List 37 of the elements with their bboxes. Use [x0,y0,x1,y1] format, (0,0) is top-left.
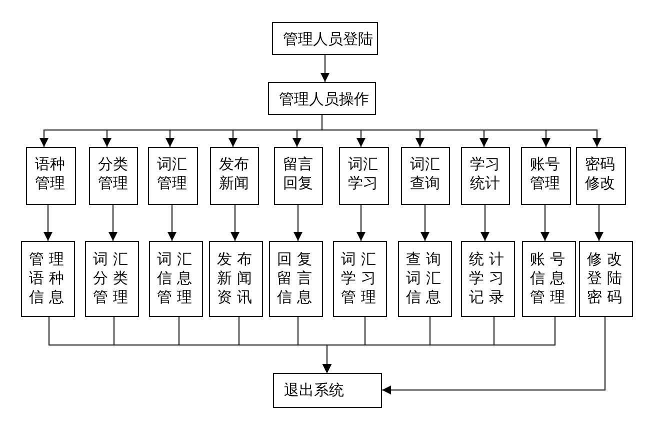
arrow [322,114,602,148]
process-box: 学习统计 [461,147,510,205]
arrow [480,204,490,242]
process-box: 语种管理 [26,147,76,205]
arrow [44,204,52,242]
arrow [168,204,176,242]
process-box: 管理语种信息 [21,241,75,317]
process-box: 留言回复 [274,147,323,205]
process-box: 词汇管理 [148,147,198,205]
process-box: 账号管理 [521,147,571,205]
process-box: 回复留言信息 [269,241,323,317]
arrow [108,204,118,242]
process-box: 词汇学习 [339,147,389,205]
arrow [594,204,604,242]
arrow [230,204,240,242]
process-box: 管理人员登陆 [272,22,378,55]
arrow [320,54,330,82]
process-box: 账号信息管理 [522,241,576,317]
process-box: 词汇查询 [401,147,450,205]
process-box: 退出系统 [273,373,382,408]
process-box: 词汇分类管理 [85,241,139,317]
process-box: 查询词汇信息 [398,241,452,317]
process-box: 词汇信息管理 [149,241,203,317]
process-box: 密码修改 [576,147,626,205]
arrow [540,204,550,242]
arrow [382,316,606,394]
arrow [420,204,430,242]
process-box: 管理人员操作 [268,82,376,115]
process-box: 统计学习记录 [461,241,515,317]
process-box: 分类管理 [89,147,138,205]
arrow [294,204,302,242]
process-box: 发布新闻 [210,147,259,205]
process-box: 词汇学习管理 [333,241,387,317]
arrow [356,204,366,242]
process-box: 修改登陆密码 [579,241,633,317]
arrow [322,316,556,374]
process-box: 发布新闻资讯 [209,241,263,317]
